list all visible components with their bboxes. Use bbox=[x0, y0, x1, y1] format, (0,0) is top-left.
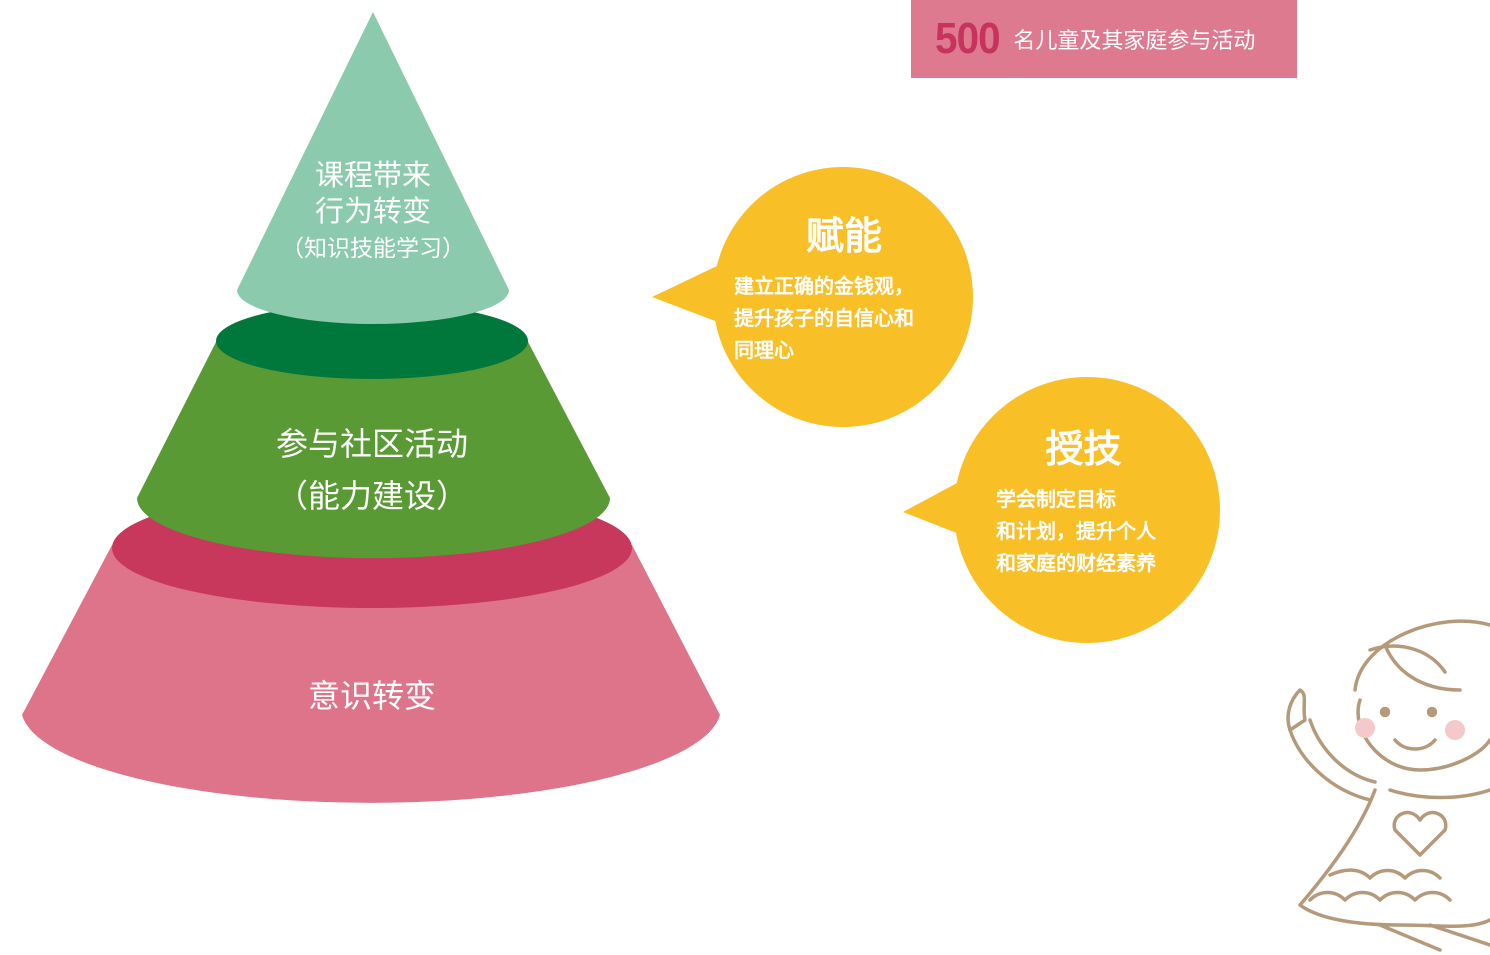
empower-line: 提升孩子的自信心和 bbox=[734, 306, 914, 330]
pyramid-tier-middle-rim bbox=[216, 303, 528, 379]
pyramid-tier-middle bbox=[137, 340, 610, 559]
participant-count: 500 bbox=[935, 14, 1001, 63]
teach-line: 和家庭的财经素养 bbox=[996, 551, 1156, 575]
empower-line: 同理心 bbox=[734, 338, 794, 362]
top-tier-label: 课程带来 行为转变 （知识技能学习） bbox=[253, 157, 493, 269]
top-tier-line3: （知识技能学习） bbox=[281, 236, 465, 262]
pyramid-tier-top bbox=[237, 12, 509, 324]
middle-tier-label: 参与社区活动 （能力建设） bbox=[222, 418, 522, 522]
participation-caption: 名儿童及其家庭参与活动 bbox=[1013, 29, 1256, 54]
empower-bubble-text: 赋能 建立正确的金钱观， 提升孩子的自信心和 同理心 bbox=[734, 205, 964, 366]
empower-description: 建立正确的金钱观， 提升孩子的自信心和 同理心 bbox=[734, 270, 964, 366]
speech-bubble-teach bbox=[903, 377, 1220, 643]
teach-title: 授技 bbox=[1045, 427, 1122, 471]
participation-banner: 500 名儿童及其家庭参与活动 bbox=[911, 0, 1297, 78]
teach-line: 和计划，提升个人 bbox=[996, 519, 1156, 543]
bottom-tier-label: 意识转变 bbox=[222, 673, 522, 719]
speech-bubble-empower bbox=[652, 167, 973, 427]
teach-bubble-text: 授技 学会制定目标 和计划，提升个人 和家庭的财经素养 bbox=[996, 418, 1216, 579]
top-tier-line1: 课程带来 bbox=[314, 158, 431, 192]
teach-line: 学会制定目标 bbox=[996, 487, 1116, 511]
empower-line: 建立正确的金钱观， bbox=[734, 274, 914, 298]
teach-description: 学会制定目标 和计划，提升个人 和家庭的财经素养 bbox=[996, 483, 1216, 579]
empower-title: 赋能 bbox=[805, 214, 882, 258]
bottom-tier-line1: 意识转变 bbox=[307, 677, 436, 715]
girl-doodle-illustration bbox=[1286, 619, 1490, 952]
pyramid-tier-bottom bbox=[22, 545, 720, 803]
top-tier-line2: 行为转变 bbox=[314, 194, 431, 228]
middle-tier-line2: （能力建设） bbox=[275, 477, 468, 515]
middle-tier-line1: 参与社区活动 bbox=[275, 425, 468, 463]
